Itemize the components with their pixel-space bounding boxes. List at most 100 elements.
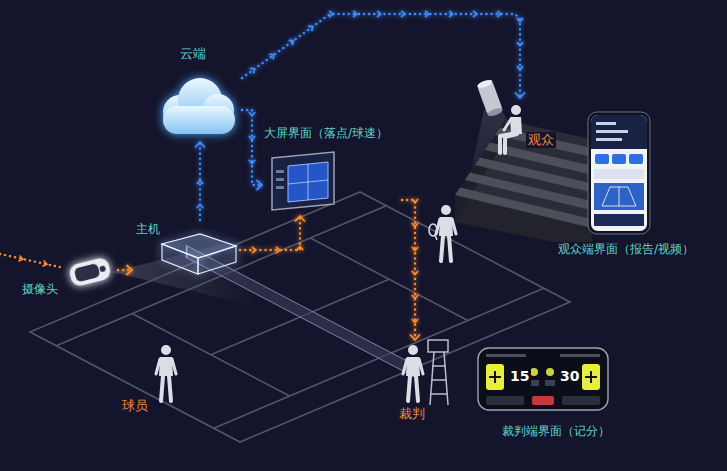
node-label: 主机 xyxy=(134,222,162,237)
node-label: 裁判 xyxy=(397,406,427,422)
phone-header xyxy=(591,115,647,149)
flow-chevron xyxy=(330,11,333,16)
flow-chevron xyxy=(498,11,501,16)
tablet-button xyxy=(486,396,524,405)
player-figure xyxy=(436,205,456,261)
flow-chevron xyxy=(402,11,405,16)
flow-chevron xyxy=(412,272,417,275)
phone-button xyxy=(595,154,609,164)
camera-lens xyxy=(99,265,106,272)
speaker xyxy=(476,78,503,117)
umpire-chair xyxy=(428,340,448,405)
node-label: 裁判端界面（记分） xyxy=(500,424,612,439)
flow-chevron xyxy=(253,247,256,252)
flow-chevron xyxy=(412,296,417,299)
flow-chevron xyxy=(474,11,477,16)
node-label: 云端 xyxy=(178,46,208,62)
flow-chevron xyxy=(354,11,357,16)
plus-symbol xyxy=(489,371,501,383)
camera-node: 摄像头 xyxy=(18,256,118,302)
arrowhead xyxy=(196,142,205,147)
tablet-button xyxy=(562,396,600,405)
flow-chevron xyxy=(517,43,522,46)
cloud-icon xyxy=(163,78,235,134)
phone-node: 观众端界面（报告/视频） xyxy=(556,112,699,264)
flow-chevron xyxy=(289,38,295,44)
cloud-node: 云端 xyxy=(150,46,242,142)
node-label: 观众 xyxy=(526,132,556,148)
flow-chevron xyxy=(450,11,453,16)
screen-stat-bar xyxy=(276,178,284,181)
arrowhead xyxy=(516,93,525,98)
score-panel-node: 裁判端界面（记分） 15 30 xyxy=(476,346,614,446)
arrowhead xyxy=(257,181,262,190)
screen-stat-bar xyxy=(276,170,284,173)
phone-text-bar xyxy=(596,122,616,125)
phone-icon xyxy=(588,112,650,234)
tablet-button xyxy=(532,396,554,405)
score-value: 15 xyxy=(508,368,531,386)
serve-icon xyxy=(545,380,555,386)
ball-icon xyxy=(546,368,554,376)
flow-chevron xyxy=(412,200,417,203)
flow-chevron xyxy=(249,161,254,164)
flow-chevron xyxy=(249,113,254,116)
screen-court xyxy=(288,162,328,202)
flow-chevron xyxy=(517,19,522,22)
flow-chevron xyxy=(378,11,381,16)
flow-chevron xyxy=(18,255,23,262)
flow-connector xyxy=(118,266,132,275)
node-label: 球员 xyxy=(120,398,150,414)
racket xyxy=(429,224,437,236)
flow-chevron xyxy=(277,247,280,252)
node-label: 大屏界面（落点/球速） xyxy=(262,126,390,141)
flow-chevron xyxy=(251,67,257,73)
racket-handle xyxy=(435,235,437,240)
node-icon xyxy=(496,98,558,158)
add-point-button xyxy=(582,364,600,390)
camera-icon xyxy=(68,256,112,287)
phone-video xyxy=(594,183,644,210)
chair-rung xyxy=(430,393,448,395)
host-box xyxy=(162,234,236,274)
tablet-text-bar xyxy=(560,354,600,357)
tennis-court xyxy=(30,192,570,442)
flow-connector xyxy=(402,200,420,341)
camera-window xyxy=(74,263,101,282)
tablet-text-bar xyxy=(486,354,526,357)
big-screen xyxy=(272,152,334,210)
phone-card xyxy=(594,169,644,179)
referee-figure xyxy=(403,345,423,401)
flow-chevron xyxy=(517,67,522,70)
phone-text-bar xyxy=(596,138,622,141)
camera-body xyxy=(68,256,112,287)
flow-chevron xyxy=(309,24,315,30)
speaker-top xyxy=(476,78,493,89)
audience-figure xyxy=(500,105,522,153)
data-flow-line xyxy=(242,110,262,185)
screen-stat-bar xyxy=(276,186,284,189)
flow-connector xyxy=(242,110,262,190)
data-flow-line xyxy=(240,216,300,250)
score-value: 30 xyxy=(558,368,581,386)
chair-rung xyxy=(431,379,447,381)
data-flow-line xyxy=(402,200,415,340)
host-top xyxy=(162,234,236,258)
speaker-bottom xyxy=(487,107,504,118)
plus-symbol xyxy=(585,371,597,383)
tablet-frame xyxy=(478,348,608,410)
phone-screen xyxy=(591,115,647,231)
chair-leg xyxy=(444,352,448,405)
signal-wire xyxy=(0,254,64,268)
screen-court-lines xyxy=(288,164,328,200)
flow-chevron xyxy=(412,224,417,227)
flow-connector xyxy=(242,11,525,98)
screen-node: 大屏界面（落点/球速） xyxy=(262,126,402,216)
phone-button xyxy=(629,154,643,164)
court-outline xyxy=(30,192,570,442)
flow-chevron xyxy=(412,320,417,323)
referee-node: 裁判 xyxy=(395,340,451,428)
cloud-base xyxy=(163,106,235,134)
